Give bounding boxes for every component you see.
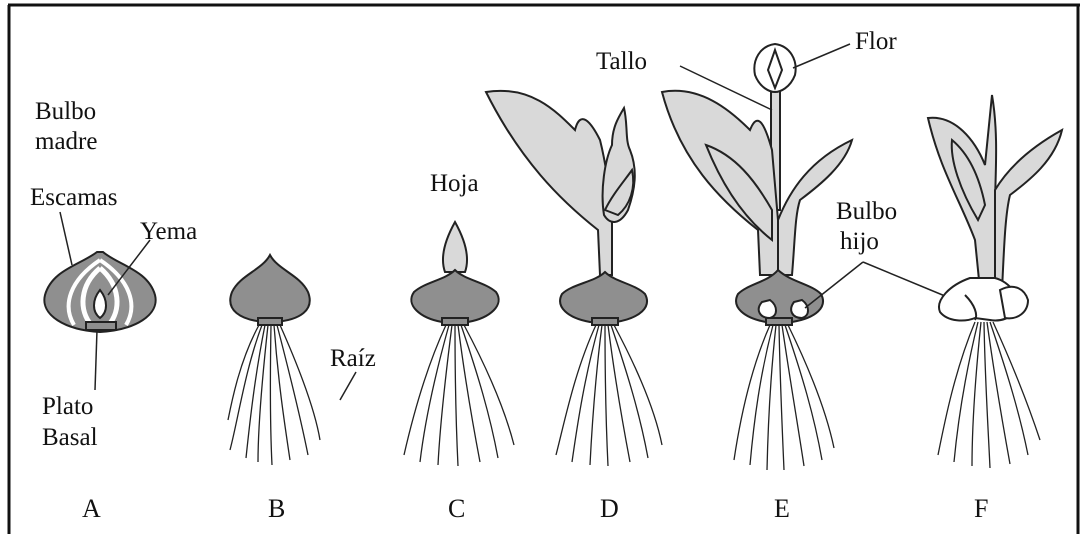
bulbo-hijo-label-line2: hijo — [840, 228, 879, 256]
plato-basal-label-line1: Plato — [42, 393, 93, 421]
stage-e-plant — [662, 44, 852, 325]
stage-label-e: E — [774, 494, 790, 524]
stage-f-roots — [938, 322, 1040, 468]
bulbo-hijo-label-line1: Bulbo — [836, 198, 897, 226]
flor-label: Flor — [855, 28, 897, 56]
bulbo-hijo-pointer-1 — [805, 262, 863, 308]
stage-d-roots — [556, 325, 662, 466]
yema-label: Yema — [140, 218, 197, 246]
raiz-pointer — [340, 372, 356, 400]
stage-a-bulb — [44, 252, 155, 332]
escamas-pointer — [60, 212, 72, 265]
stage-e-roots — [734, 325, 834, 470]
bulbo-hijo-pointer-2 — [863, 262, 945, 296]
stage-c-plant — [411, 222, 498, 325]
stage-label-c: C — [448, 494, 465, 524]
stage-label-d: D — [600, 494, 619, 524]
raiz-label: Raíz — [330, 345, 376, 373]
stage-f-plant — [928, 95, 1062, 321]
tallo-label: Tallo — [596, 48, 647, 76]
escamas-label: Escamas — [30, 184, 117, 212]
stage-b-roots — [228, 325, 320, 465]
stage-label-f: F — [974, 494, 988, 524]
stage-label-b: B — [268, 494, 285, 524]
stage-c-roots — [404, 325, 514, 466]
stage-d-plant — [486, 91, 647, 325]
stage-label-a: A — [82, 494, 101, 524]
bulbo-madre-label-line2: madre — [35, 128, 97, 156]
stage-b-bulb — [230, 255, 309, 325]
plato-pointer — [95, 330, 97, 390]
bulbo-madre-label-line1: Bulbo — [35, 98, 96, 126]
hoja-label: Hoja — [430, 170, 479, 198]
plato-basal-label-line2: Basal — [42, 424, 98, 452]
flor-pointer — [793, 44, 850, 68]
